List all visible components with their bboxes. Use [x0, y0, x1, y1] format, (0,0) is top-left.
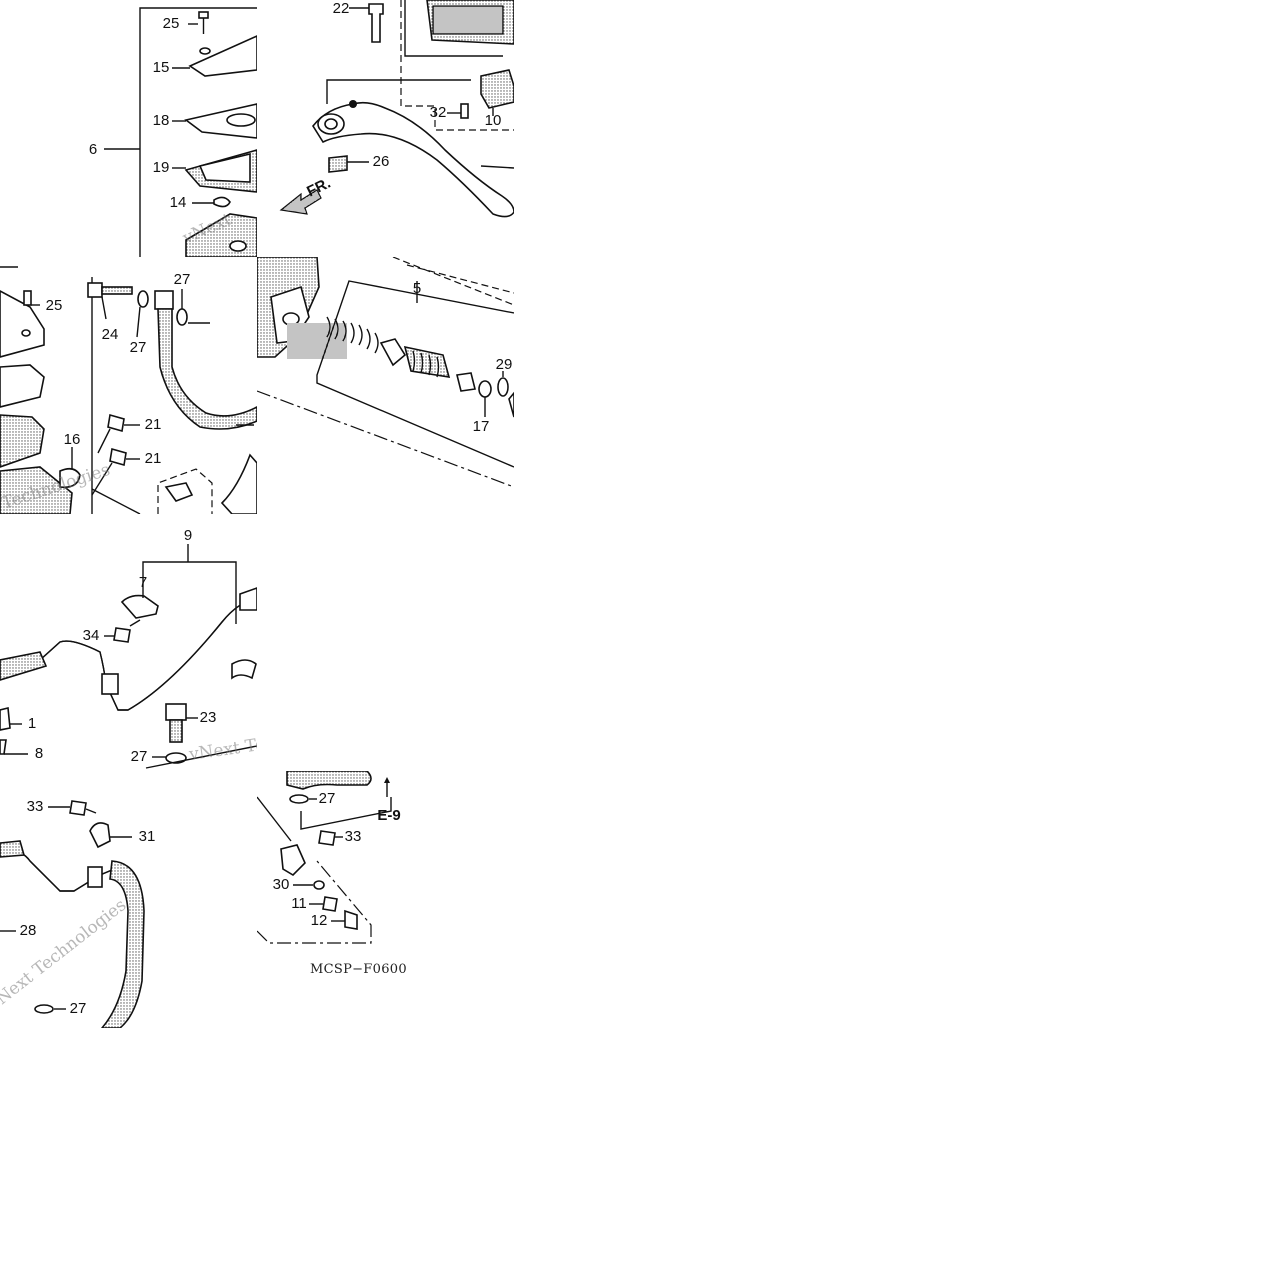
callout-label: 12 [311, 912, 328, 929]
callout-label: 5 [413, 280, 421, 297]
callout-label: 24 [102, 326, 119, 343]
callout-label: 31 [139, 828, 156, 845]
callout-label: 27 [130, 339, 147, 356]
callout-label: 22 [333, 0, 350, 17]
piston-kit-drawing: 5 29 17 [257, 257, 514, 488]
callout-label: 27 [319, 790, 336, 807]
callout-label: 21 [145, 450, 162, 467]
callout-label: 8 [35, 745, 43, 762]
callout-label: 14 [170, 194, 187, 211]
watermark-text: vNext Te [187, 735, 257, 766]
callout-label: 10 [485, 112, 502, 129]
callout-label: 29 [496, 356, 513, 373]
callout-label: 21 [145, 416, 162, 433]
callout-label: 11 [291, 895, 307, 912]
diagram-tile-caliper-connection: 27 E-9 33 30 11 12 [257, 771, 514, 1028]
diagram-tile-lower-hose: vNext Technologies 33 31 28 27 [0, 771, 257, 1028]
callout-label: 27 [131, 748, 148, 765]
watermark-text: vNext Technologies [0, 895, 130, 1015]
reference-label: E-9 [377, 807, 400, 824]
callout-label: 6 [89, 141, 97, 158]
callout-label: 15 [153, 59, 170, 76]
callout-label: 23 [200, 709, 217, 726]
callout-label: 9 [184, 527, 192, 544]
callout-label: 33 [345, 828, 362, 845]
callout-label: 1 [28, 715, 36, 732]
diagram-tile-piston-kit: 5 29 17 [257, 257, 514, 514]
callout-label: 17 [473, 418, 490, 435]
lower-hose-drawing: vNext Technologies 33 31 28 27 [0, 798, 156, 1028]
diagram-tile-master-cylinder: Technologies 25 24 27 27 21 16 21 20 [0, 257, 257, 514]
brake-pipe-drawing: vNext Te 9 7 34 23 1 8 27 [0, 527, 257, 769]
callout-label: 32 [430, 104, 447, 121]
callout-label: 27 [174, 271, 191, 288]
figure-code: MCSP−F0600 [310, 962, 407, 977]
callout-label: 18 [153, 112, 170, 129]
lever-drawing: FR. 22 32 10 26 [279, 0, 514, 218]
callout-label: 7 [139, 574, 147, 591]
callout-label: 26 [373, 153, 390, 170]
caliper-connection-drawing: 27 E-9 33 30 11 12 [257, 771, 401, 944]
callout-label: 33 [27, 798, 44, 815]
callout-label: 30 [273, 876, 290, 893]
master-cylinder-drawing: Technologies 25 24 27 27 21 16 21 20 [0, 266, 257, 514]
callout-label: 25 [163, 15, 180, 32]
callout-label: 34 [83, 627, 100, 644]
diagram-tile-lever: FR. 22 32 10 26 [257, 0, 514, 257]
callout-label: 19 [153, 159, 170, 176]
diagram-tile-brake-pipe: vNext Te 9 7 34 23 1 8 27 [0, 514, 257, 771]
callout-label: 28 [20, 922, 37, 939]
callout-label: 27 [70, 1000, 87, 1017]
callout-label: 25 [46, 297, 63, 314]
reservoir-cap-drawing: vNext 25 15 6 18 19 14 [89, 7, 257, 257]
callout-label: 16 [64, 431, 81, 448]
diagram-tile-reservoir-cap: vNext 25 15 6 18 19 14 [0, 0, 257, 257]
